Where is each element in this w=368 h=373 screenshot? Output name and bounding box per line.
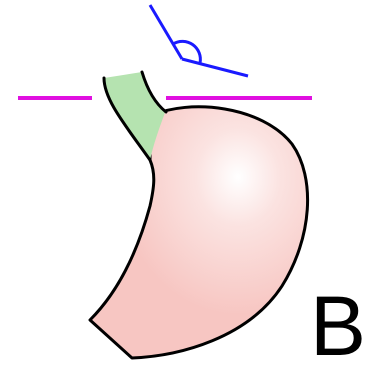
angle-of-his-marker: [150, 5, 248, 76]
stomach: [90, 107, 308, 358]
figure-canvas: B: [0, 0, 368, 365]
panel-label: B: [310, 284, 366, 368]
angle-marker-ray-fundus: [182, 59, 248, 76]
angle-marker-ray-esophagus: [150, 5, 182, 59]
